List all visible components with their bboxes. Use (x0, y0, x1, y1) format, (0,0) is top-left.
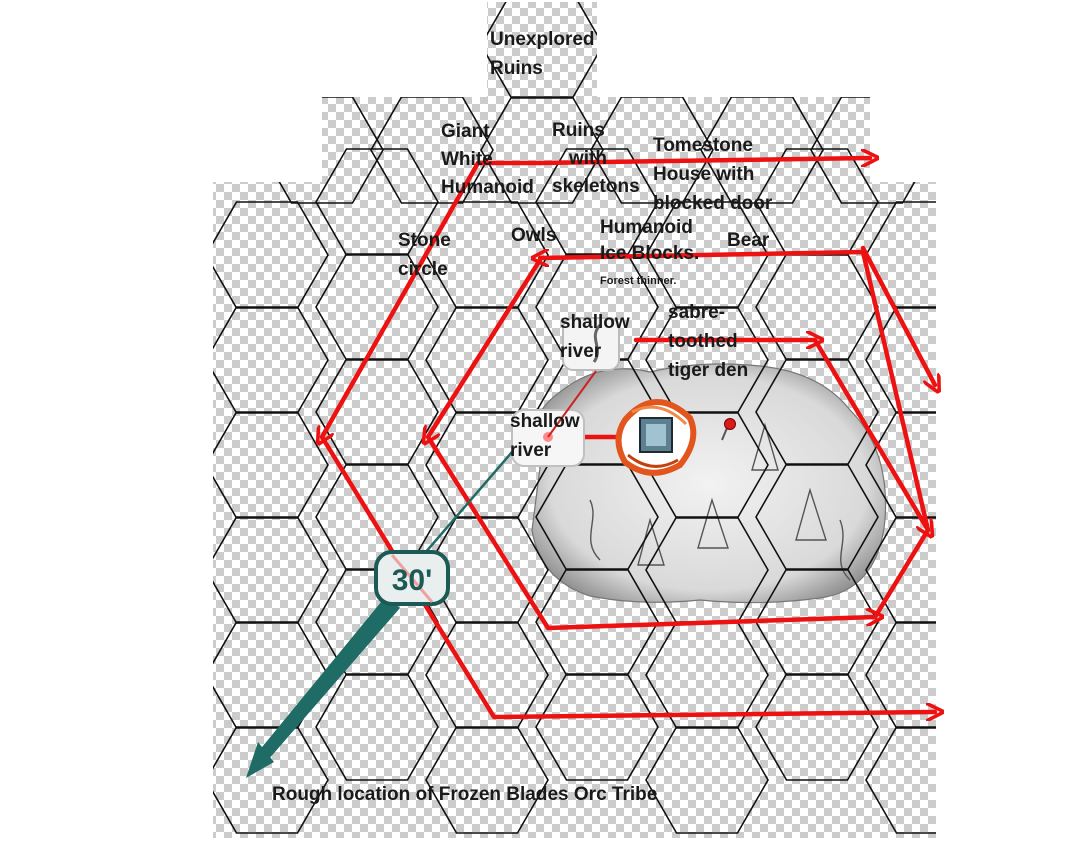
route-segment-right-upper (860, 245, 935, 385)
hex-cell (315, 673, 439, 781)
snowy-forest-terrain (531, 363, 887, 604)
hex-cell (755, 673, 879, 781)
label-owls: Owls (511, 225, 556, 246)
exploration-route (322, 158, 935, 717)
route-segment-top (537, 158, 870, 163)
hex-cell (700, 96, 824, 204)
hex-cell (213, 726, 329, 834)
hex-cell (370, 96, 494, 204)
hex-cell (590, 96, 714, 204)
hex-cell (865, 726, 936, 834)
tree-icon (589, 422, 851, 581)
label-bear: Bear (727, 230, 770, 251)
scale-label: 30' (392, 564, 433, 597)
hex-cell (425, 726, 549, 834)
river-link-line (547, 370, 597, 438)
route-segment-bottom-outer (319, 434, 935, 717)
route-segment-inner-left (428, 257, 543, 437)
hex-cell (480, 96, 604, 204)
hex-cell (535, 673, 659, 781)
route-segment-inner-bottom (425, 434, 875, 631)
label-forest-thinner: Forest thinner. (600, 275, 676, 287)
route-segment-inner-right (540, 252, 931, 620)
location-pin-icon (721, 418, 736, 441)
hex-cell (645, 726, 769, 834)
river-token-icon (511, 317, 620, 467)
route-segment-left-upper (322, 160, 481, 437)
campfire-token-icon (615, 399, 697, 476)
route-segment-east (812, 337, 928, 530)
label-orc-tribe-location: Rough location of Frozen Blades Orc Trib… (272, 784, 657, 805)
scale-badge: 30' (374, 550, 450, 606)
